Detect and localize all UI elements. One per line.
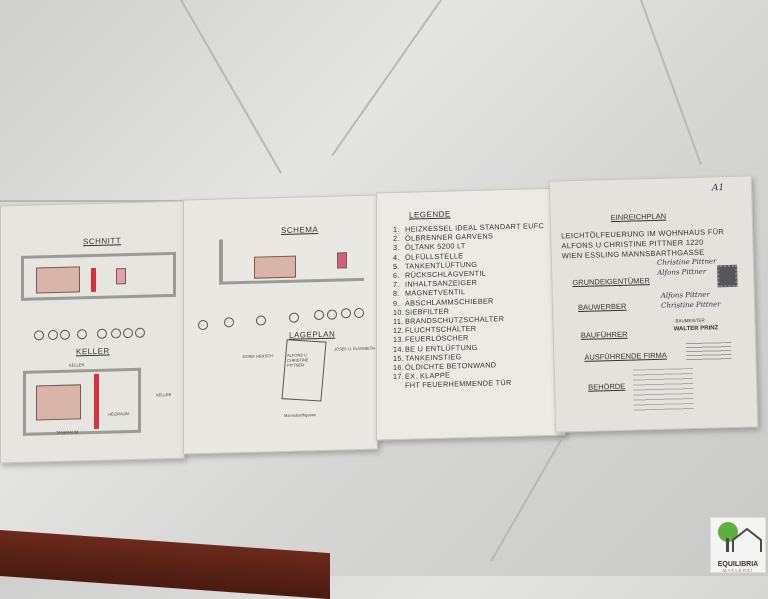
callout-circle — [327, 310, 337, 320]
field-ausfuehrende-firma: AUSFÜHRENDE FIRMA — [584, 351, 667, 362]
folded-plan-document: SCHNITT KELLER KELLER HEIZRAUM TANKRAUM … — [0, 0, 768, 576]
callout-circle — [341, 308, 351, 318]
stamp-line: WALTER PRINZ — [674, 325, 719, 333]
burner — [116, 268, 126, 284]
schema-title: SCHEMA — [281, 225, 318, 235]
field-behoerde: BEHÖRDE — [588, 382, 625, 392]
legend-number: 7. — [393, 280, 405, 290]
neighbor-left: JOSEF HENSCH — [242, 353, 273, 359]
keller-title: KELLER — [76, 347, 110, 357]
keller-label: KELLER — [69, 362, 84, 367]
callout-circle — [48, 330, 58, 340]
callout-circle — [289, 313, 299, 323]
watermark-sub: MAKLEREI — [711, 568, 765, 573]
legend-number: 2. — [393, 234, 405, 244]
legend-text: FHT FEUERHEMMENDE TÜR — [405, 378, 512, 390]
lageplan-owner: ALFONS U CHRISTINE PITTNER — [287, 352, 323, 368]
signature: Alfons Pittner — [661, 291, 710, 300]
callout-circle — [123, 328, 133, 338]
tank-floorplan — [36, 384, 81, 420]
legend-number: 4. — [393, 252, 405, 262]
legend-number: 11. — [393, 317, 405, 327]
legend-number: 3. — [393, 243, 405, 253]
callout-circle — [97, 329, 107, 339]
callout-circle — [354, 308, 364, 318]
company-stamp — [686, 342, 731, 361]
panel-einreichplan: A1 EINREICHPLAN LEICHTÖLFEUERUNG IM WOHN… — [549, 175, 759, 432]
stamp-line: BAUMEISTER — [675, 318, 704, 324]
callout-circle — [224, 317, 234, 327]
fire-wall — [91, 268, 96, 292]
authority-stamp — [633, 368, 694, 415]
field-bauwerber: BAUWERBER — [578, 302, 627, 312]
legend-number: 6. — [393, 271, 405, 281]
panel-legende: LEGENDE 1.HEIZKESSEL IDEAL STANDART EUFC… — [376, 188, 566, 441]
oil-tank — [254, 256, 296, 279]
callout-circle — [314, 310, 324, 320]
field-grundeigentuemer: GRUNDEIGENTÜMER — [572, 276, 650, 287]
signature: Alfons Pittner — [657, 268, 706, 277]
schnitt-title: SCHNITT — [83, 236, 121, 246]
lageplan-title: LAGEPLAN — [289, 330, 335, 340]
legend-number: 5. — [393, 262, 405, 272]
boiler — [337, 252, 347, 268]
legend-number: 12. — [393, 326, 405, 336]
keller-right-label: KELLER — [156, 392, 171, 397]
callout-circle — [77, 329, 87, 339]
boiler-tank — [36, 266, 80, 293]
heizraum-label: HEIZRAUM — [108, 411, 129, 417]
tree-house-icon — [711, 518, 767, 556]
fire-wall-plan — [94, 374, 99, 429]
einreichplan-title: EINREICHPLAN — [611, 212, 667, 222]
legend-number: 9. — [393, 298, 405, 308]
callout-circle — [111, 328, 121, 338]
callout-circle — [60, 330, 70, 340]
legend-number: 16. — [393, 363, 405, 373]
legend-number: 8. — [393, 289, 405, 299]
legend-number: 1. — [393, 225, 405, 235]
legend-number: 17. — [393, 372, 405, 382]
tankraum-label: TANKRAUM — [56, 429, 78, 435]
legend-number: 14. — [393, 344, 405, 354]
legend-number: 13. — [393, 335, 405, 345]
panel-schnitt: SCHNITT KELLER KELLER HEIZRAUM TANKRAUM … — [0, 201, 185, 464]
legend-number: 10. — [393, 308, 405, 318]
legend-number: 15. — [393, 354, 405, 364]
page-mark: A1 — [712, 183, 724, 193]
neighbor-right: JOSEF U. ELISABETH — [334, 346, 375, 352]
signature: Christine Pittner — [661, 300, 721, 310]
watermark-logo: EQUILIBRIA MAKLEREI — [710, 517, 766, 573]
watermark-name: EQUILIBRIA — [711, 561, 765, 568]
callout-circle — [198, 320, 208, 330]
panel-schema: SCHEMA LAGEPLAN ALFONS U CHRISTINE PITTN… — [183, 194, 378, 454]
site-lot — [281, 339, 326, 401]
signature: Christine Pittner — [657, 257, 717, 267]
street-label: Mannsbarthgasse — [284, 412, 316, 418]
revenue-stamp — [717, 265, 738, 288]
callout-circle — [34, 330, 44, 340]
callout-circle — [256, 315, 266, 325]
callout-circle — [135, 328, 145, 338]
field-baufuehrer: BAUFÜHRER — [581, 330, 628, 340]
legende-title: LEGENDE — [409, 210, 451, 220]
